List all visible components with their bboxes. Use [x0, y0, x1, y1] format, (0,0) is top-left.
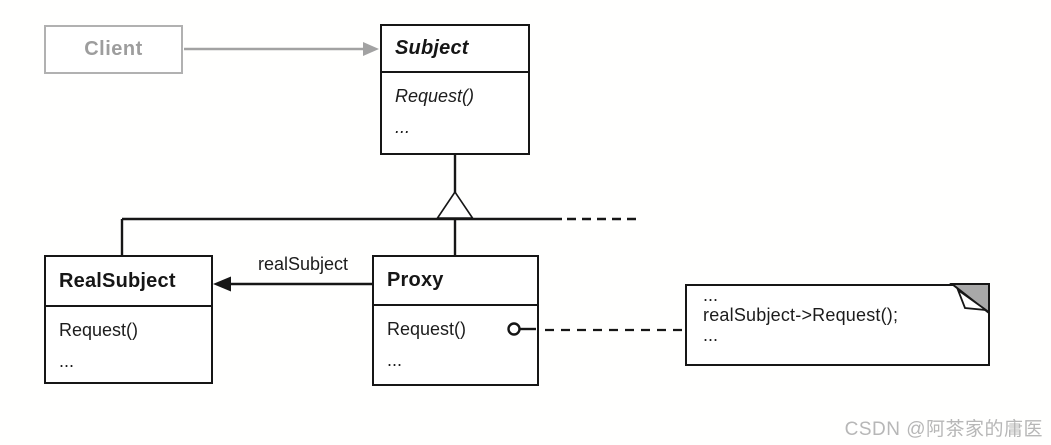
note-line: realSubject->Request(); [703, 305, 899, 325]
proxy-method: Request() [387, 319, 467, 339]
note-fold-flap-icon [956, 287, 990, 312]
inheritance-triangle-icon [435, 190, 475, 219]
client-box: Client [44, 25, 183, 74]
subject-method-ellipsis: ... [395, 117, 411, 137]
client-subject-arrowhead-icon [363, 42, 379, 56]
client-label: Client [84, 38, 143, 60]
watermark-text: CSDN @阿茶家的庸医 [844, 419, 1043, 440]
note-line: ... [703, 285, 719, 305]
subject-class-body: Request() ... [382, 73, 528, 143]
code-note-box: ... realSubject->Request(); ... [685, 284, 990, 366]
realsubject-class-body: Request() ... [46, 307, 211, 377]
proxy-realsubject-arrowhead-icon [213, 276, 231, 292]
note-anchor-circle-icon [507, 322, 521, 336]
proxy-method-ellipsis: ... [387, 350, 403, 370]
association-label: realSubject [257, 254, 349, 274]
subject-class-title: Subject [382, 26, 528, 73]
subject-method: Request() [395, 86, 475, 106]
realsubject-method: Request() [59, 320, 139, 340]
proxy-class-box: Proxy Request() ... [372, 255, 539, 386]
proxy-class-body: Request() ... [374, 306, 537, 376]
proxy-class-title: Proxy [374, 257, 537, 306]
realsubject-class-title: RealSubject [46, 257, 211, 307]
realsubject-class-box: RealSubject Request() ... [44, 255, 213, 384]
note-line: ... [703, 325, 719, 345]
realsubject-method-ellipsis: ... [59, 351, 75, 371]
subject-class-box: Subject Request() ... [380, 24, 530, 155]
